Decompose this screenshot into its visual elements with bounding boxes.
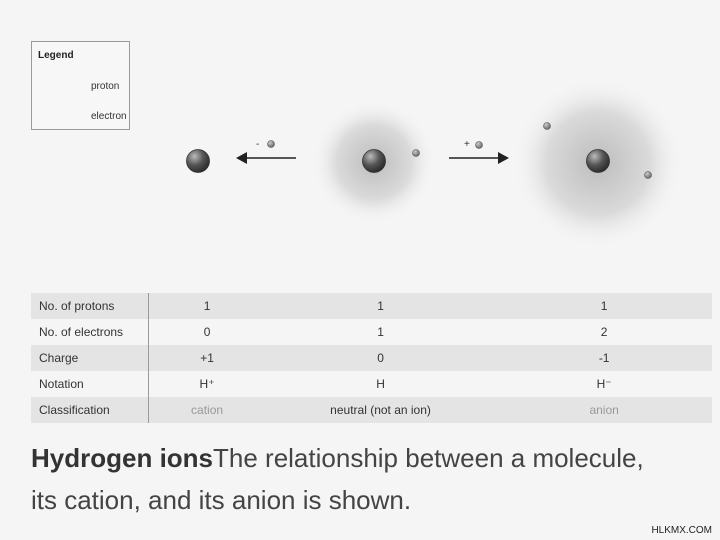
neutral-cell: neutral (not an ion) (264, 397, 497, 423)
row-label: No. of electrons (31, 319, 150, 345)
row-label: Classification (31, 397, 150, 423)
table-row: No. of protons 1 1 1 (31, 293, 712, 319)
cation-cell: 1 (148, 293, 265, 319)
anion-cell: 1 (496, 293, 712, 319)
cation-cell: +1 (148, 345, 265, 371)
left-arrowhead-icon (236, 152, 247, 164)
neutral-cell: 0 (264, 345, 497, 371)
left-arrow-sign: - (256, 139, 259, 150)
cation-cell: cation (148, 397, 265, 423)
neutral-proton-icon (362, 149, 386, 173)
cation-cell: 0 (148, 319, 265, 345)
anion-proton-icon (586, 149, 610, 173)
neutral-cell: H (264, 371, 497, 397)
anion-cell: anion (496, 397, 712, 423)
right-arrowhead-icon (498, 152, 509, 164)
table-row: No. of electrons 0 1 2 (31, 319, 712, 345)
anion-cell: -1 (496, 345, 712, 371)
row-label: Notation (31, 371, 150, 397)
anion-cell: 2 (496, 319, 712, 345)
right-arrow-sign: + (464, 139, 470, 150)
row-label: Charge (31, 345, 150, 371)
caption-text: The relationship between a molecule, its… (31, 443, 644, 515)
neutral-cell: 1 (264, 293, 497, 319)
caption-title: Hydrogen ions (31, 443, 214, 473)
row-label: No. of protons (31, 293, 150, 319)
watermark: HLKMX.COM (651, 525, 712, 536)
legend-proton-label: proton (91, 81, 120, 92)
cation-proton-icon (186, 149, 210, 173)
legend-box: Legend proton electron (31, 41, 130, 130)
anion-cell: H⁻ (496, 371, 712, 397)
table-row: Notation H⁺ H H⁻ (31, 371, 712, 397)
legend-electron-label: electron (91, 111, 127, 122)
neutral-cell: 1 (264, 319, 497, 345)
figure-caption: Hydrogen ionsThe relationship between a … (31, 437, 651, 521)
table-row: Classification cation neutral (not an io… (31, 397, 712, 423)
ion-properties-table: No. of protons 1 1 1 No. of electrons 0 … (31, 293, 712, 423)
anion-electron-icon (543, 122, 551, 130)
ion-diagram: - + (60, 74, 684, 249)
table-row: Charge +1 0 -1 (31, 345, 712, 371)
left-arrow-electron-icon (267, 140, 275, 148)
legend-title: Legend (38, 50, 74, 61)
neutral-electron-icon (412, 149, 420, 157)
right-arrow-electron-icon (475, 141, 483, 149)
cation-cell: H⁺ (148, 371, 265, 397)
anion-electron-icon (644, 171, 652, 179)
